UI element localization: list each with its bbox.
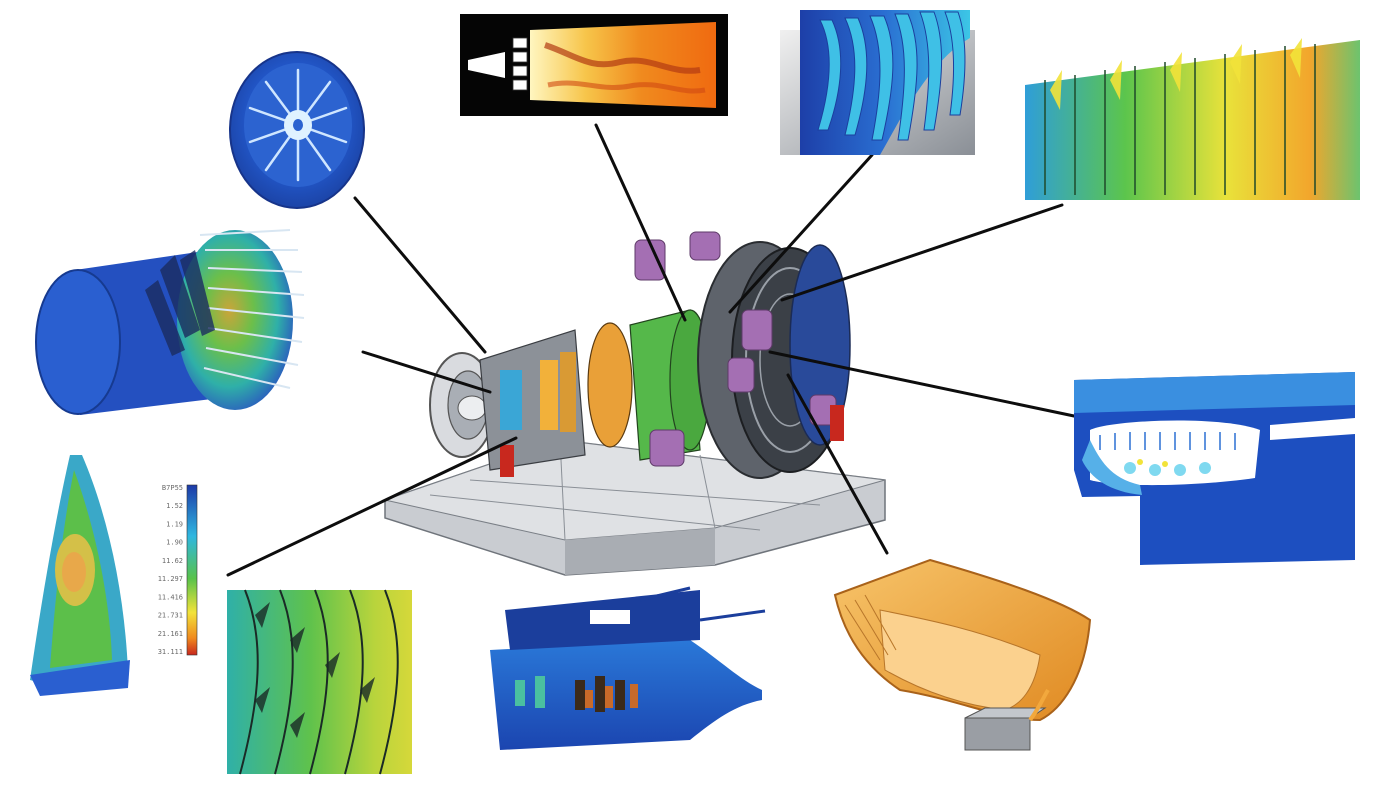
legend-tick-label: 1.90 bbox=[166, 539, 183, 547]
rear-mount bbox=[830, 405, 844, 441]
leader-lines bbox=[226, 123, 1076, 577]
stress-color-legend: B7P55 1.52 1.19 1.90 11.62 11.297 11.416 21.731… bbox=[158, 484, 198, 656]
engine-assembly bbox=[383, 231, 886, 576]
panel-blade-stress: B7P55 1.52 1.19 1.90 11.62 11.297 11.416 21.731… bbox=[30, 455, 198, 696]
purple-accessory-parts bbox=[634, 231, 837, 467]
leader-line-casing bbox=[786, 373, 889, 555]
legend-tick-label: 31.111 bbox=[158, 648, 183, 656]
panel-compressor-cascade bbox=[1025, 38, 1360, 200]
legend-tick-label: 1.19 bbox=[166, 520, 183, 528]
legend-tick-label: 21.161 bbox=[158, 630, 183, 638]
leader-line-cooling-flow bbox=[768, 350, 1076, 418]
legend-tick-label: 11.416 bbox=[158, 593, 183, 601]
panel-combustor-temperature bbox=[460, 14, 728, 116]
panel-turbine-blades bbox=[780, 10, 975, 155]
panel-cooling-flow bbox=[1074, 372, 1355, 565]
leader-line-blade-passage bbox=[226, 436, 518, 577]
compressor-stage-ring bbox=[587, 322, 633, 448]
leader-line-fan-rotor bbox=[361, 350, 492, 394]
leader-line-turbine-blades bbox=[728, 153, 874, 314]
leader-line-fan-disk bbox=[353, 196, 487, 354]
panel-engine-section-mesh bbox=[490, 586, 766, 750]
legend-tick-label: B7P55 bbox=[162, 484, 183, 492]
leader-line-compressor-cascade bbox=[780, 203, 1064, 302]
compressor-section bbox=[479, 329, 586, 471]
legend-tick-label: 11.297 bbox=[158, 575, 183, 583]
leader-line-combustor bbox=[594, 123, 687, 322]
panel-fan-rotor bbox=[35, 229, 305, 415]
panel-fan-disk bbox=[229, 51, 365, 209]
front-mount bbox=[500, 445, 514, 477]
legend-tick-label: 11.62 bbox=[162, 557, 183, 565]
legend-tick-label: 21.731 bbox=[158, 612, 183, 620]
panel-combustor-casing-shell bbox=[833, 558, 1092, 751]
panel-blade-passage-flow bbox=[227, 589, 412, 775]
legend-tick-label: 1.52 bbox=[166, 502, 183, 510]
